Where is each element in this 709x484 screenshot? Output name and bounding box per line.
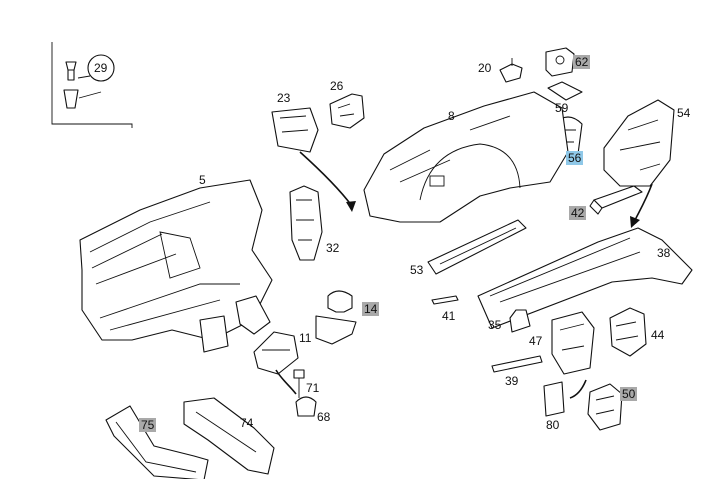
callout-47: 47	[529, 334, 543, 348]
callout-44: 44	[651, 328, 665, 342]
part-47	[551, 311, 595, 375]
callout-38: 38	[657, 246, 671, 260]
part-44	[609, 307, 647, 357]
callout-32: 32	[326, 241, 340, 255]
callout-42: 42	[569, 206, 587, 220]
arrow-47	[569, 379, 587, 399]
arrow-11	[275, 369, 297, 395]
callout-71: 71	[306, 381, 320, 395]
callout-54: 54	[677, 106, 691, 120]
callout-29: 29	[94, 61, 108, 75]
callout-5: 5	[199, 173, 206, 187]
part-5	[79, 179, 273, 353]
callout-56: 56	[566, 151, 584, 165]
callout-53: 53	[410, 263, 424, 277]
part-39	[491, 355, 543, 373]
callout-8: 8	[448, 109, 455, 123]
part-20	[499, 58, 523, 83]
part-62	[545, 47, 575, 77]
part-50	[587, 383, 623, 431]
callout-35: 35	[488, 318, 502, 332]
callout-39: 39	[505, 374, 519, 388]
part-80	[543, 381, 565, 417]
part-74	[183, 397, 275, 475]
part-8	[363, 91, 569, 223]
part-11	[253, 331, 299, 375]
callout-62: 62	[573, 55, 591, 69]
part-75	[105, 405, 209, 481]
part-71	[293, 369, 305, 398]
callout-26: 26	[330, 79, 344, 93]
part-14	[315, 290, 357, 345]
arrow-23	[299, 151, 353, 207]
callout-41: 41	[442, 309, 456, 323]
callout-11: 11	[299, 331, 312, 345]
part-23	[271, 107, 319, 153]
part-68	[295, 396, 317, 417]
part-38	[477, 227, 693, 329]
callout-75: 75	[139, 418, 157, 432]
callout-50: 50	[620, 387, 638, 401]
part-35	[509, 309, 531, 333]
part-26	[329, 93, 365, 129]
callout-80: 80	[546, 418, 560, 432]
arrowhead-54	[630, 216, 640, 228]
part-53	[427, 219, 527, 275]
part-54	[603, 99, 675, 187]
callout-14: 14	[362, 302, 380, 316]
callout-20: 20	[478, 61, 492, 75]
callout-68: 68	[317, 410, 331, 424]
callout-23: 23	[277, 91, 291, 105]
part-42	[589, 185, 643, 215]
callout-74: 74	[240, 416, 254, 430]
part-41	[431, 295, 459, 305]
part-59	[547, 81, 583, 101]
callout-59: 59	[555, 101, 569, 115]
part-32	[289, 185, 323, 261]
arrowhead-23	[346, 201, 356, 212]
inset-box-29	[51, 42, 133, 128]
